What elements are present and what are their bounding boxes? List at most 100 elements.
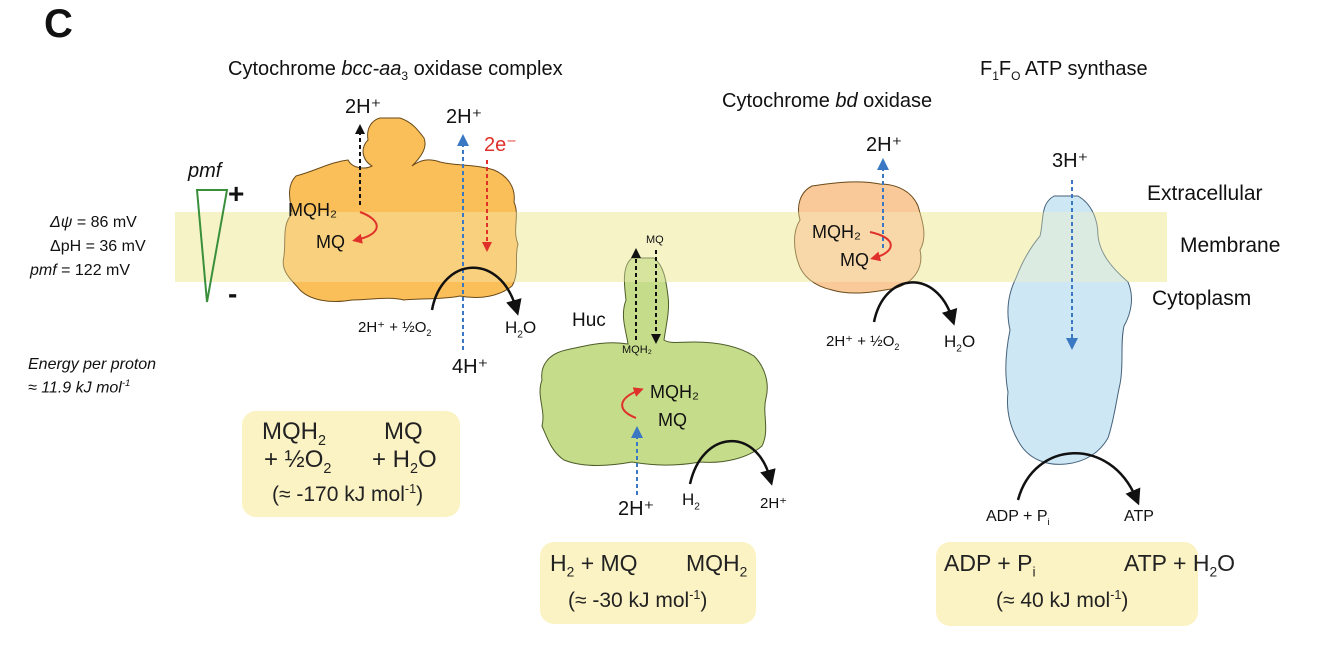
bd-title-suffix: oxidase [857, 90, 933, 112]
atp-title-f1: F [980, 58, 993, 80]
bcc-title-prefix: Cytochrome [228, 58, 342, 80]
bcc-title-sub: 3 [401, 69, 409, 83]
pmf-plus: + [228, 178, 245, 209]
bcc-proton-out-right: 2H⁺ [446, 106, 483, 128]
eq-oxidase-o2: + ½O [264, 446, 324, 473]
bcc-title: Cytochrome bcc-aa3 oxidase complex [228, 58, 563, 83]
atp-title-f: F [998, 58, 1012, 80]
pmf-minus: - [228, 278, 238, 309]
bcc-water-sub: 2 [517, 329, 523, 341]
huc-h2-arrow [688, 439, 776, 486]
huc-mq-top: MQ [646, 234, 664, 246]
eq-oxidase-o2-sub: 2 [323, 460, 332, 477]
bd-water-h: H [944, 332, 957, 351]
eq-oxidase-energy-sup: -1 [404, 482, 417, 496]
eq-atp-energy-sup: -1 [1110, 588, 1122, 602]
eq-oxidase-left-bottom: + ½O2 [264, 446, 331, 477]
eq-huc-left: H2 + MQ [550, 550, 638, 580]
bd-title: Cytochrome bd oxidase [722, 90, 932, 113]
delta-ph: ΔpH = 36 mV [50, 238, 146, 255]
huc-proton-in: 2H⁺ [618, 498, 655, 520]
bcc-electrons: 2e⁻ [484, 134, 517, 156]
eq-oxidase-mqh: MQH [262, 418, 318, 445]
eq-oxidase-energy-text: (≈ -170 kJ mol [272, 483, 405, 506]
eq-atp-o: O [1217, 550, 1236, 576]
bcc-product: MQ [316, 232, 345, 252]
bd-product: MQ [840, 250, 869, 270]
bcc-oxygen-text: 2H⁺ + ½O [358, 319, 427, 336]
huc-mqh2-bottom: MQH₂ [622, 344, 652, 356]
atp-adp-sub: i [1047, 517, 1050, 529]
huc-mq: MQ [658, 410, 687, 430]
bcc-mq-curve-arrow [352, 211, 378, 244]
atp-title-1: 1 [992, 69, 999, 83]
bd-water-o: O [961, 332, 976, 351]
energy-per-proton-line2: ≈ 11.9 kJ mol-1 [28, 378, 130, 397]
eq-atp-energy-text: (≈ 40 kJ mol [996, 589, 1111, 612]
eq-oxidase-mqh-sub: 2 [318, 432, 327, 449]
eq-oxidase-energy-end: ) [416, 483, 424, 506]
eq-atp-left: ADP + Pi [944, 550, 1036, 580]
bd-oxygen-arrow [872, 281, 958, 326]
atp-adp: ADP + Pi [986, 508, 1050, 528]
eq-oxidase-energy: (≈ -170 kJ mol-1) [272, 482, 423, 507]
bcc-title-suffix: oxidase complex [408, 58, 563, 80]
bcc-proton-out-left: 2H⁺ [345, 96, 382, 118]
bcc-water-h: H [505, 318, 518, 337]
delta-psi-symbol: Δψ [50, 214, 73, 231]
eq-huc-h-sub: 2 [566, 564, 575, 580]
atp-synthase-shape [1005, 195, 1132, 465]
bd-proton-out: 2H⁺ [866, 134, 903, 156]
huc-proton-out: 2H⁺ [760, 495, 788, 512]
eq-oxidase-o: O [418, 446, 437, 473]
eq-huc-h: H [550, 550, 567, 576]
eq-oxidase-right-bottom: + H2O [372, 446, 437, 477]
huc-h2: H2 [682, 490, 700, 512]
eq-huc-energy-text: (≈ -30 kJ mol [568, 589, 690, 612]
pmf-total: pmf = 122 mV [30, 262, 130, 280]
bd-oxygen-sub: 2 [894, 342, 900, 352]
atp-adp-text: ADP + P [986, 508, 1048, 525]
label-extracellular: Extracellular [1147, 182, 1263, 205]
eq-atp-adp-sub: i [1032, 564, 1036, 580]
bd-mq-curve-arrow [869, 231, 892, 262]
bd-water-sub: 2 [956, 343, 962, 355]
eq-atp-right: ATP + H2O [1124, 550, 1235, 580]
eq-oxidase-h: + H [372, 446, 411, 473]
bcc-title-italic: bcc-aa [341, 58, 402, 80]
eq-huc-energy: (≈ -30 kJ mol-1) [568, 588, 707, 613]
eq-huc-mqh-sub: 2 [739, 564, 748, 580]
bd-oxygen-text: 2H⁺ + ½O [826, 333, 895, 350]
atp-title-o: O [1011, 69, 1021, 83]
eq-huc-right: MQH2 [686, 550, 747, 580]
bcc-proton-in: 4H⁺ [452, 356, 489, 378]
equation-box-huc [540, 542, 756, 624]
bcc-oxygen-arrow [430, 266, 522, 316]
atp-title: F1FO ATP synthase [980, 58, 1148, 83]
bcc-complex-shape [282, 117, 519, 303]
atp-title-rest: ATP synthase [1020, 58, 1148, 80]
equation-box-oxidase [242, 411, 460, 517]
bd-title-italic: bd [835, 90, 858, 112]
membrane-overlay [175, 212, 1167, 282]
atp-reaction-arrow [1016, 452, 1141, 506]
eq-atp-h-sub: 2 [1209, 564, 1218, 580]
eq-oxidase-left-top: MQH2 [262, 418, 326, 449]
energy-per-proton-line1: Energy per proton [28, 356, 157, 373]
eq-atp-adp: ADP + P [944, 550, 1033, 576]
pmf-total-symbol: pmf [30, 262, 57, 279]
energy-value: ≈ 11.9 kJ mol [28, 379, 122, 397]
bcc-substrate: MQH₂ [288, 200, 337, 220]
bcc-water-o: O [522, 318, 537, 337]
huc-h2-h: H [682, 490, 695, 509]
bcc-water: H2O [505, 318, 536, 340]
eq-oxidase-h-sub: 2 [410, 460, 419, 477]
bd-water: H2O [944, 332, 975, 354]
bcc-oxygen-sub: 2 [426, 328, 432, 338]
bd-substrate: MQH₂ [812, 222, 861, 242]
bd-title-prefix: Cytochrome [722, 90, 836, 112]
pmf-triangle [195, 189, 229, 303]
delta-psi: Δψ = 86 mV [50, 214, 137, 232]
panel-letter: C [44, 2, 73, 46]
